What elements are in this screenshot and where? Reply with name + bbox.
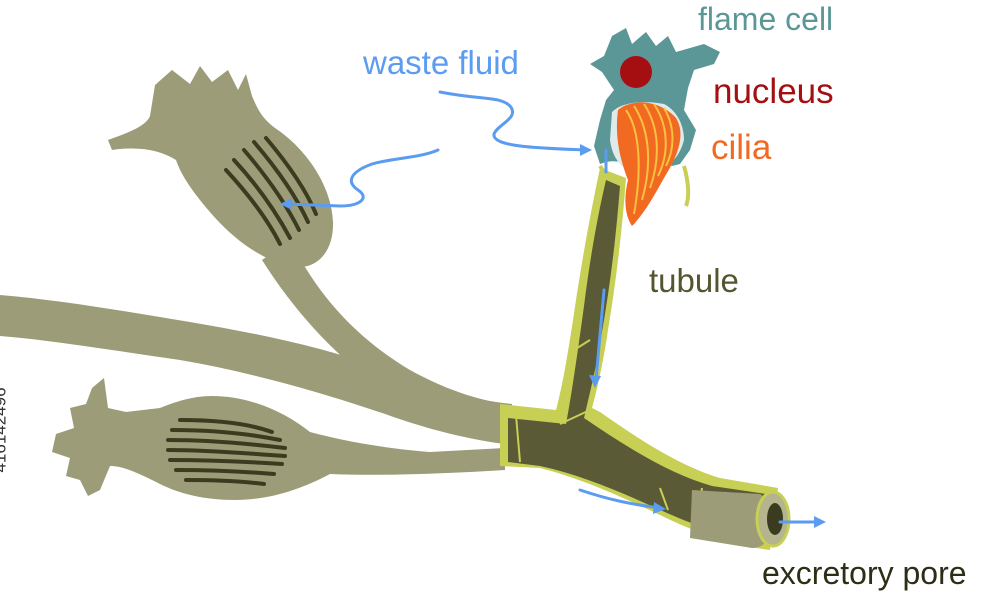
flow-arrows xyxy=(284,90,822,524)
upper-stalk xyxy=(262,240,510,440)
tubule-lumen xyxy=(508,180,766,540)
flame-cell-label: flame cell xyxy=(698,1,834,37)
flame-cell-tubule-cap xyxy=(598,164,691,207)
lower-flame-bulb xyxy=(52,378,505,500)
left-branch xyxy=(0,295,512,445)
flow-arrow-tubule-down xyxy=(594,288,606,382)
upper-bulb-body xyxy=(108,66,334,268)
nucleus-label: nucleus xyxy=(713,72,834,111)
lower-bulb-cilia-lines xyxy=(166,418,287,486)
arrow-heads xyxy=(280,144,826,528)
flame-cell xyxy=(590,28,720,226)
tubule-end-tissue xyxy=(690,490,773,548)
cilia-bundle xyxy=(616,102,681,226)
excretory-pore-label: excretory pore xyxy=(762,555,967,591)
waste-fluid-arrow-upper-bulb xyxy=(284,148,440,208)
nucleus-circle xyxy=(620,56,652,88)
tubule-label: tubule xyxy=(649,262,739,299)
flow-arrow-horizontal xyxy=(578,488,662,510)
tubule-system xyxy=(500,168,791,550)
upper-flame-bulb xyxy=(108,66,510,440)
tubule-inner-seam-lines xyxy=(515,339,703,531)
cilia-label: cilia xyxy=(711,128,772,167)
waste-fluid-arrow-main xyxy=(438,90,588,152)
upper-bulb-cilia-lines xyxy=(224,136,318,246)
stock-id-watermark: 416142496 xyxy=(0,387,10,473)
waste-fluid-label: waste fluid xyxy=(363,44,519,81)
excretory-pore-hole xyxy=(767,503,783,535)
